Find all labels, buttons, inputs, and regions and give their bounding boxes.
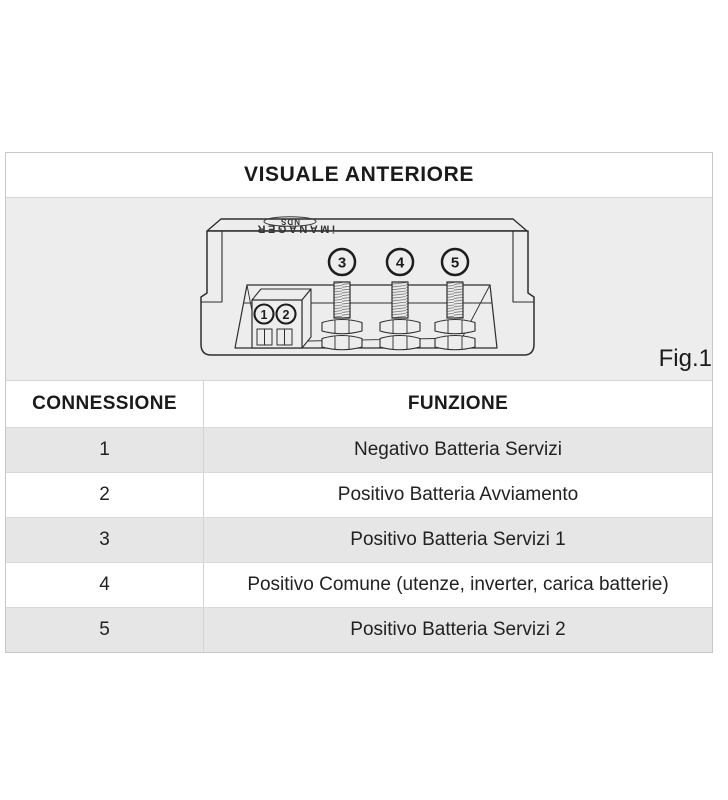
hex-nut-facets — [334, 319, 350, 334]
device-body — [200, 230, 535, 356]
table-row: 3 Positivo Batteria Servizi 1 — [6, 517, 712, 562]
connection-number: 5 — [99, 619, 110, 640]
terminal-block-1-2: 1 2 — [251, 288, 312, 349]
connection-number: 3 — [99, 529, 110, 550]
connection-number: 4 — [99, 574, 110, 595]
terminal-badges: 3 4 5 — [327, 247, 470, 277]
terminal-label-3: 3 — [338, 255, 346, 272]
table-row: 2 Positivo Batteria Avviamento — [6, 472, 712, 517]
device-diagram: 1 2 — [200, 216, 712, 372]
table-header-row: CONNESSIONE FUNZIONE — [6, 381, 712, 427]
function-cell: Positivo Batteria Avviamento — [204, 473, 712, 517]
function-text: Positivo Batteria Servizi 2 — [350, 619, 566, 640]
terminal-badge-4 — [385, 247, 415, 277]
figure-label: Fig.1 — [659, 345, 712, 372]
hex-nut-facets — [392, 319, 408, 334]
terminal-badge-5 — [440, 247, 470, 277]
brand-text: NDS — [280, 217, 300, 226]
stud-terminals — [321, 281, 476, 351]
device-outline — [200, 218, 535, 356]
hex-nut — [321, 318, 363, 335]
terminal-label-4: 4 — [396, 255, 405, 272]
brand-logo-oval — [263, 216, 317, 227]
threaded-stud-3 — [333, 281, 351, 319]
function-cell: Negativo Batteria Servizi — [204, 428, 712, 472]
terminal-label-5: 5 — [451, 255, 459, 272]
function-text: Positivo Batteria Avviamento — [337, 484, 579, 505]
device-diagram-cell: 1 2 — [6, 198, 712, 381]
hex-nut — [321, 334, 363, 351]
table-row: 5 Positivo Batteria Servizi 2 — [6, 607, 712, 652]
header-cell-function: FUNZIONE — [204, 381, 712, 427]
hex-nut-facets — [392, 335, 408, 350]
block-side-face — [301, 288, 312, 349]
connection-cell: 1 — [6, 428, 204, 472]
terminal-badge-1 — [253, 303, 275, 325]
terminal-label-1: 1 — [261, 308, 268, 322]
hex-nut-facets — [334, 335, 350, 350]
function-cell: Positivo Batteria Servizi 2 — [204, 608, 712, 652]
device-top-face — [206, 218, 528, 232]
function-cell: Positivo Comune (utenze, inverter, caric… — [204, 563, 712, 607]
terminal-badge-3 — [327, 247, 357, 277]
header-cell-connection: CONNESSIONE — [6, 381, 204, 427]
threaded-stud-5 — [446, 281, 464, 319]
connection-number: 2 — [99, 484, 110, 505]
panel-title-row: VISUALE ANTERIORE — [6, 153, 712, 198]
terminal-badge-2 — [275, 303, 297, 325]
function-cell: Positivo Batteria Servizi 1 — [204, 518, 712, 562]
connection-cell: 2 — [6, 473, 204, 517]
function-text: Negativo Batteria Servizi — [353, 439, 563, 460]
hex-nut-facets — [447, 335, 463, 350]
model-text: iMANAGER — [255, 223, 335, 235]
hex-nut — [379, 334, 421, 351]
table-row: 1 Negativo Batteria Servizi — [6, 427, 712, 472]
terminal-recess — [234, 284, 498, 349]
connection-cell: 3 — [6, 518, 204, 562]
function-text: Positivo Batteria Servizi 1 — [350, 529, 566, 550]
table-row: 4 Positivo Comune (utenze, inverter, car… — [6, 562, 712, 607]
function-text: Positivo Comune (utenze, inverter, caric… — [247, 574, 669, 595]
header-label-function: FUNZIONE — [407, 393, 509, 414]
connection-number: 1 — [99, 439, 110, 460]
hex-nut — [379, 318, 421, 335]
panel-title: VISUALE ANTERIORE — [244, 163, 474, 186]
header-label-connection: CONNESSIONE — [32, 393, 177, 414]
hex-nut-facets — [447, 319, 463, 334]
mounting-flanges — [200, 230, 535, 303]
hex-nut — [434, 318, 476, 335]
hex-nut — [434, 334, 476, 351]
block-top-face — [251, 288, 312, 301]
brand-print: NDS iMANAGER — [255, 216, 335, 235]
terminal-label-2: 2 — [283, 308, 290, 322]
threaded-stud-4 — [391, 281, 409, 319]
front-view-panel: VISUALE ANTERIORE — [5, 152, 713, 653]
connection-cell: 5 — [6, 608, 204, 652]
connection-cell: 4 — [6, 563, 204, 607]
